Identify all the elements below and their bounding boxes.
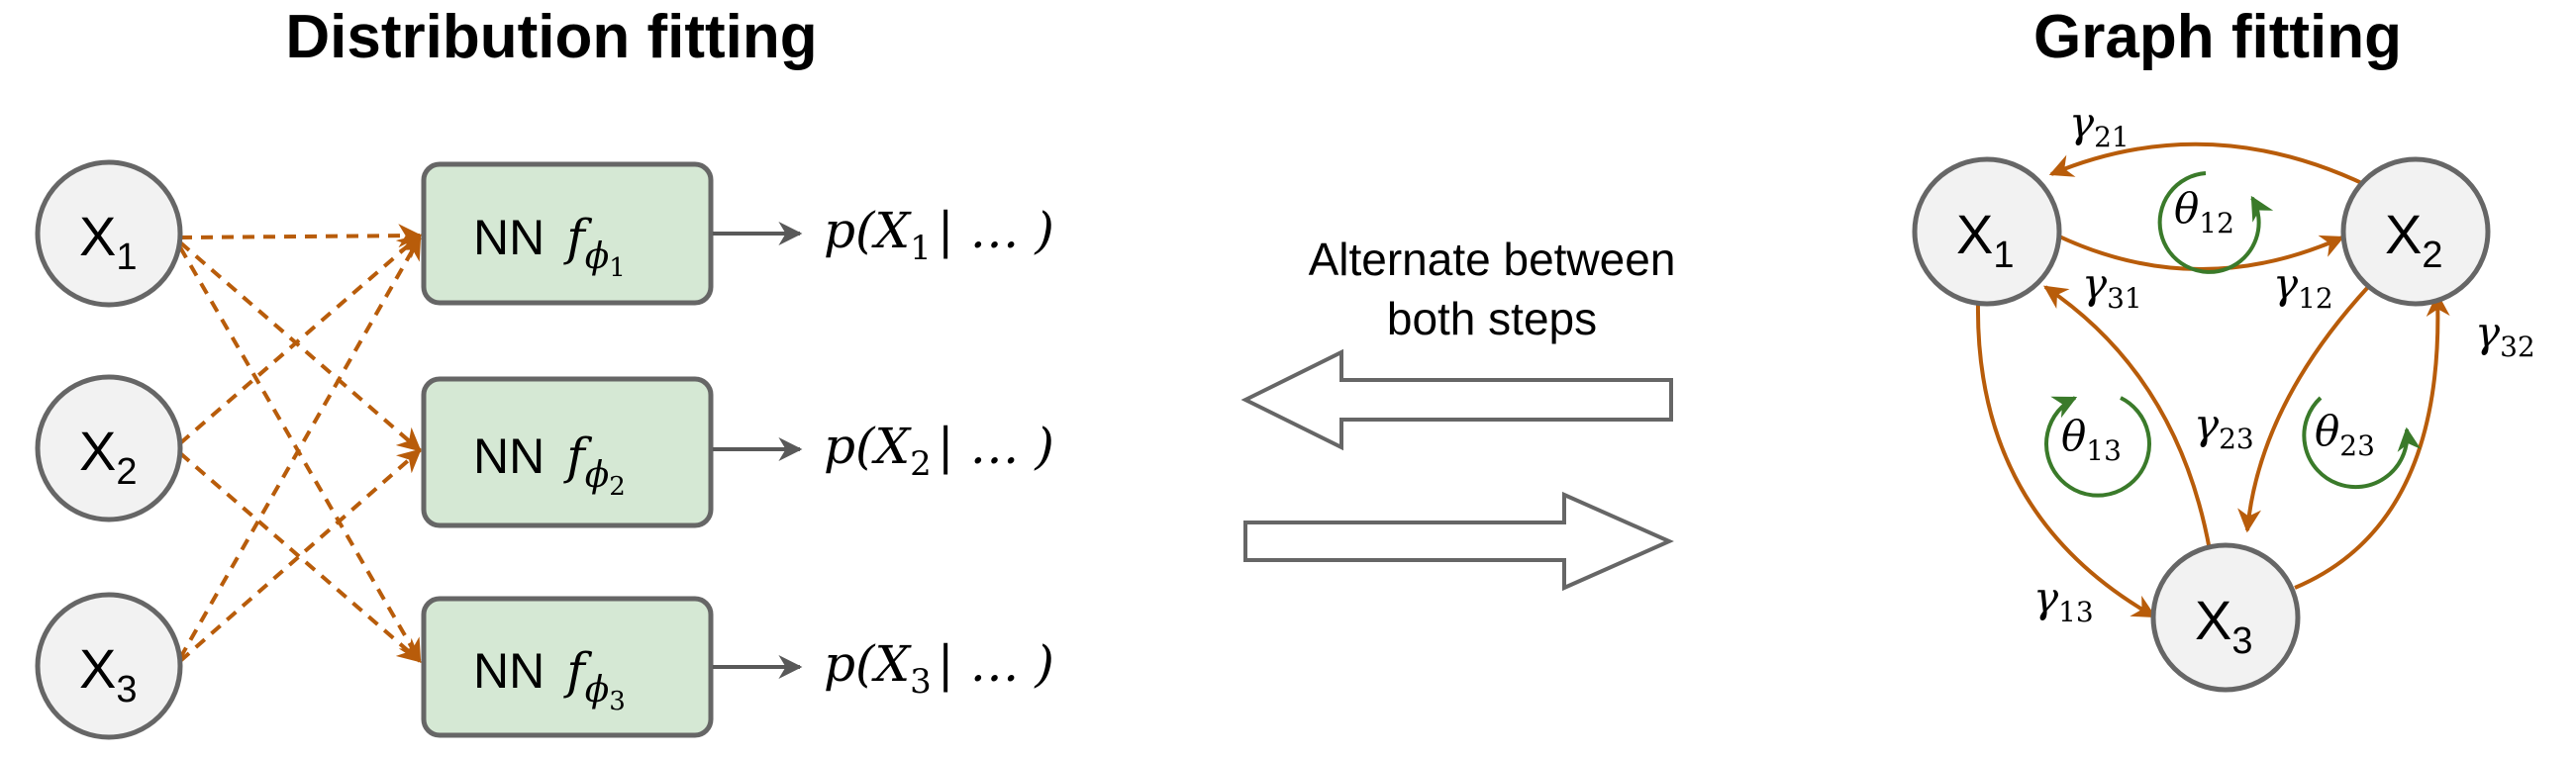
edge-label-gamma31: γ31 xyxy=(2082,259,2142,315)
cycle-theta13: θ13 xyxy=(2044,396,2151,498)
output-label-3: p(X3| … ) xyxy=(824,635,1054,702)
alternate-caption-line2: both steps xyxy=(1387,293,1597,344)
output-label-2: p(X2| … ) xyxy=(824,418,1054,484)
dashed-connections xyxy=(178,224,423,664)
svg-text:X3: X3 xyxy=(2195,589,2253,662)
edge-x2-to-x1 xyxy=(2048,142,2369,188)
edge-label-gamma12: γ12 xyxy=(2273,259,2333,315)
variable-node-x2: X2 xyxy=(35,374,183,522)
edge-x2-to-x3 xyxy=(2237,285,2370,533)
graph-fitting-title: Graph fitting xyxy=(2033,3,2402,71)
block-arrow-left xyxy=(1240,348,1673,451)
edge-x3-to-x1 xyxy=(2043,285,2212,551)
alternate-caption-line1: Alternate between xyxy=(1309,234,1676,285)
svg-text:X2: X2 xyxy=(2385,203,2443,276)
distribution-fitting-title: Distribution fitting xyxy=(285,3,817,71)
graph-node-x2: X2 xyxy=(2340,156,2491,307)
edge-x3-nn1 xyxy=(178,235,422,659)
edge-x3-nn2 xyxy=(178,448,422,663)
edge-label-gamma21: γ21 xyxy=(2069,98,2130,153)
svg-text:X1: X1 xyxy=(79,205,138,278)
variable-node-x3: X3 xyxy=(35,592,183,740)
svg-text:θ12: θ12 xyxy=(2174,184,2234,239)
variable-node-x1: X1 xyxy=(35,159,183,308)
edge-x3-to-x2 xyxy=(2294,292,2450,590)
edge-label-gamma23: γ23 xyxy=(2194,400,2254,455)
edge-label-gamma13: γ13 xyxy=(2033,573,2094,628)
svg-text:θ13: θ13 xyxy=(2061,412,2122,467)
svg-text:θ23: θ23 xyxy=(2315,407,2375,462)
edge-x2-nn1 xyxy=(178,234,422,445)
svg-text:X2: X2 xyxy=(79,420,138,493)
cycle-theta12: θ12 xyxy=(2157,171,2274,274)
svg-text:X3: X3 xyxy=(79,637,138,711)
block-arrow-right xyxy=(1243,491,1674,592)
edge-x1-to-x3 xyxy=(1975,302,2157,618)
edge-x1-nn3 xyxy=(178,245,422,664)
graph-node-x1: X1 xyxy=(1912,156,2062,307)
edge-x1-nn1 xyxy=(179,224,423,248)
graph-node-x3: X3 xyxy=(2150,542,2301,693)
svg-text:X1: X1 xyxy=(1956,203,2015,276)
edge-x2-nn3 xyxy=(178,451,422,663)
cycle-theta23: θ23 xyxy=(2302,396,2422,490)
output-label-1: p(X1| … ) xyxy=(824,202,1054,268)
edge-label-gamma32: γ32 xyxy=(2475,308,2535,363)
edge-x1-nn2 xyxy=(178,240,422,452)
